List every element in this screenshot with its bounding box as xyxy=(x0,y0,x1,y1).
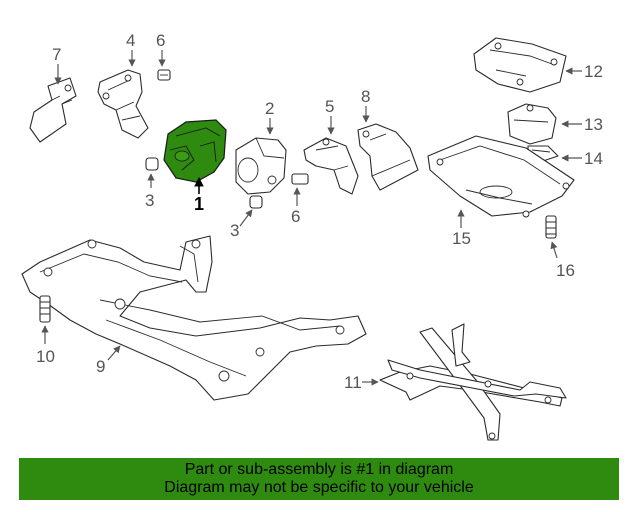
part-2-engine-mount xyxy=(235,137,287,195)
callout-6-top: 6 xyxy=(156,31,165,50)
callout-5: 5 xyxy=(325,97,334,116)
part-5-bracket xyxy=(303,137,359,195)
callout-10: 10 xyxy=(36,347,55,366)
part-4-bracket xyxy=(97,69,149,139)
callout-7: 7 xyxy=(52,45,61,64)
part-7-bracket xyxy=(29,77,77,143)
part-6-bolt-top xyxy=(157,69,171,81)
callout-14: 14 xyxy=(584,149,603,168)
part-3-bolt-bottom xyxy=(249,195,263,209)
part-11-brace xyxy=(379,323,567,441)
part-6-bolt-middle xyxy=(291,173,309,185)
callout-3-left: 3 xyxy=(145,191,154,210)
part-9-subframe xyxy=(21,235,367,401)
callout-11: 11 xyxy=(344,373,362,392)
part-3-bolt-left xyxy=(145,157,159,171)
part-10-bolt xyxy=(39,295,51,323)
part-16-bolt xyxy=(545,215,557,239)
callout-15: 15 xyxy=(452,229,471,248)
footer-line-1: Part or sub-assembly is #1 in diagram xyxy=(184,461,454,478)
callout-13: 13 xyxy=(584,115,603,134)
callout-12: 12 xyxy=(584,62,603,81)
callout-6-middle: 6 xyxy=(291,207,300,226)
callout-1: 1 xyxy=(194,194,204,214)
callout-8: 8 xyxy=(361,87,370,106)
part-12-mount-plate xyxy=(473,37,567,93)
footer-banner: Part or sub-assembly is #1 in diagram Di… xyxy=(19,458,619,500)
part-15-crossmember xyxy=(427,135,575,218)
part-1-mount-highlighted xyxy=(163,119,227,183)
part-8-bracket xyxy=(357,123,419,191)
callout-3-bottom: 3 xyxy=(230,221,239,240)
callout-9: 9 xyxy=(96,357,105,376)
callout-2: 2 xyxy=(265,99,274,118)
part-13-mount xyxy=(507,103,557,145)
footer-line-2: Diagram may not be specific to your vehi… xyxy=(164,479,474,496)
callout-4: 4 xyxy=(126,31,135,50)
callout-16: 16 xyxy=(556,261,575,280)
